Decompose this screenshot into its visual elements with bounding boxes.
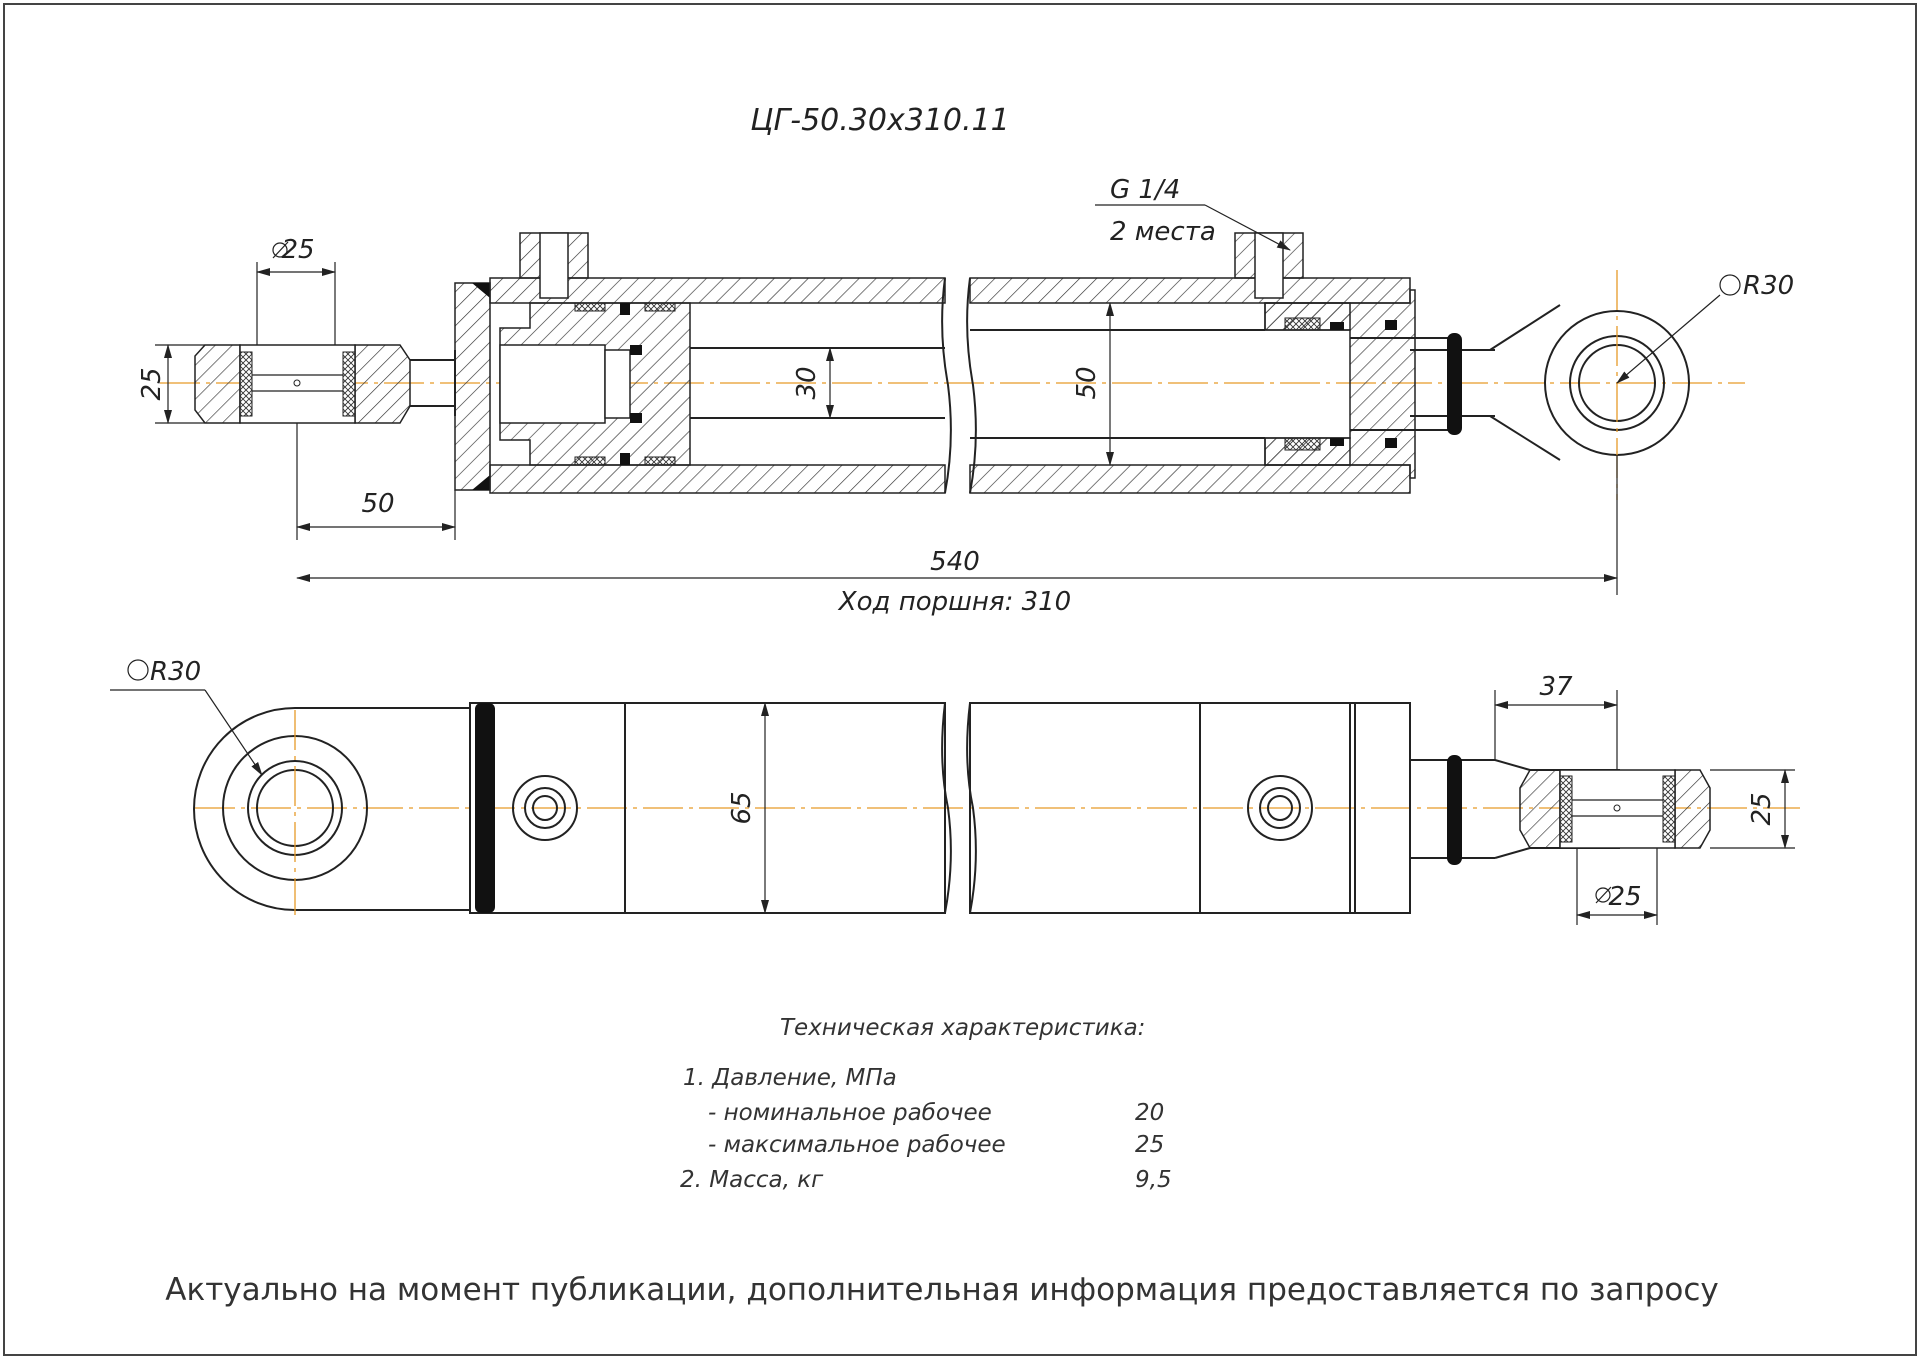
cylinder-body-bottom	[469, 702, 1411, 914]
front-rod-bottom	[1410, 755, 1711, 865]
dim-outer: 65	[727, 791, 757, 824]
rear-eye-bottom	[193, 707, 471, 915]
top-section-view	[160, 232, 1745, 500]
radius-bottom: R30	[150, 657, 201, 687]
radius-top: R30	[1743, 271, 1794, 301]
specs-row-3-label: - максимальное рабочее	[708, 1132, 1006, 1158]
rod-end-eye	[1410, 270, 1690, 500]
port-label-1: G 1/4	[1110, 175, 1180, 205]
port-label-2: 2 места	[1110, 217, 1216, 247]
dim-width-top: 25	[137, 367, 167, 400]
drawing-title: ЦГ-50.30х310.11	[750, 103, 1009, 138]
bottom-exterior-view	[193, 702, 1800, 915]
dim-rod: 30	[792, 366, 822, 399]
dim-offset: 50	[361, 489, 394, 519]
specs-row-2-label: - номинальное рабочее	[708, 1100, 992, 1126]
dim-length: 540	[930, 547, 980, 577]
dim-37: 37	[1539, 672, 1573, 702]
cylinder-barrel	[454, 232, 1411, 494]
drawing-frame	[3, 3, 1917, 1356]
specs-heading: Техническая характеристика:	[780, 1015, 1145, 1041]
specs-row-2-value: 20	[1135, 1100, 1164, 1126]
top-dimensions: 25 25 30 50 50 540 Ход поршня: 310 G 1/4…	[137, 175, 1794, 617]
bottom-dimensions: R30 65 37 25 25	[110, 657, 1795, 925]
gland	[1264, 289, 1450, 479]
specs-row-3-value: 25	[1135, 1132, 1164, 1158]
specs-row-4-value: 9,5	[1135, 1167, 1172, 1193]
piston	[499, 302, 691, 466]
specs-row-1: 1. Давление, МПа	[683, 1065, 897, 1091]
technical-specs: Техническая характеристика: 1. Давление,…	[680, 1015, 1172, 1193]
specs-row-4-label: 2. Масса, кг	[680, 1167, 824, 1193]
stroke-label: Ход поршня: 310	[837, 587, 1071, 617]
dim-width-bottom: 25	[1747, 792, 1777, 825]
rear-pin-eye	[194, 344, 456, 424]
dim-bore: 50	[1072, 366, 1102, 399]
dim-pin-bottom: 25	[1608, 882, 1641, 912]
footer-note: Актуально на момент публикации, дополнит…	[165, 1272, 1718, 1308]
